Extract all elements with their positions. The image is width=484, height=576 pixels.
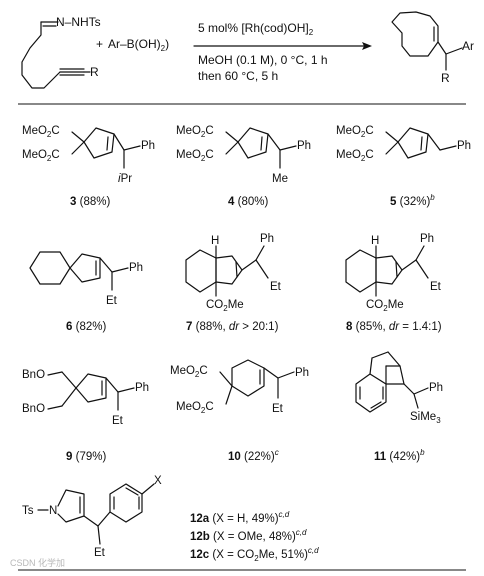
svg-text:X: X (154, 475, 162, 487)
svg-text:BnO: BnO (22, 369, 45, 381)
solvent-condition: MeOH (0.1 M), 0 °C, 1 h (198, 53, 328, 67)
hydrazone-label: N–NHTs (56, 15, 101, 29)
compound-12-structure: Ts N Et X (22, 475, 162, 559)
svg-text:H: H (371, 235, 379, 247)
svg-text:Ph: Ph (135, 382, 149, 394)
svg-text:Et: Et (106, 295, 118, 307)
compound-7-caption: 7 (88%, dr > 20:1) (186, 321, 279, 333)
svg-text:SiMe3: SiMe3 (410, 411, 441, 425)
product-r-label: R (441, 71, 450, 85)
svg-text:Et: Et (112, 415, 124, 427)
svg-text:MeO2C: MeO2C (22, 149, 60, 163)
compound-3-caption: 3 (88%) (70, 196, 110, 208)
compound-11-structure: Ph SiMe3 (355, 351, 443, 425)
svg-text:Me: Me (272, 173, 288, 185)
svg-text:Ph: Ph (129, 262, 143, 274)
compound-12b-caption: 12b (X = OMe, 48%)c,d (190, 528, 307, 543)
compound-5-structure: MeO2C MeO2C Ph (336, 125, 471, 163)
compound-12c-caption: 12c (X = CO2Me, 51%)c,d (190, 546, 319, 563)
svg-text:Et: Et (272, 403, 284, 415)
compound-10-caption: 10 (22%)c (228, 448, 279, 463)
svg-text:BnO: BnO (22, 403, 45, 415)
reaction-arrowhead (362, 42, 372, 50)
compound-10-structure: MeO2C MeO2C Ph Et (170, 359, 309, 415)
reaction-header: N–NHTs R + Ar–B(OH)2) 5 mol% [Rh(cod)OH]… (21, 11, 474, 89)
svg-text:CO2Me: CO2Me (206, 299, 244, 313)
then-condition: then 60 °C, 5 h (198, 69, 278, 83)
substrate-structure: N–NHTs R (21, 15, 101, 89)
svg-text:Et: Et (430, 281, 442, 293)
svg-text:iPr: iPr (118, 173, 132, 185)
svg-text:Ph: Ph (457, 140, 471, 152)
watermark: CSDN 化学加 (10, 557, 65, 568)
compound-6-structure: Ph Et (29, 251, 143, 307)
product-structure: Ar R (391, 11, 474, 85)
compound-6-caption: 6 (82%) (66, 321, 106, 333)
compound-7-structure: H Ph Et CO2Me (185, 233, 282, 313)
svg-text:CO2Me: CO2Me (366, 299, 404, 313)
svg-text:MeO2C: MeO2C (176, 401, 214, 415)
svg-text:Ph: Ph (297, 140, 311, 152)
svg-text:MeO2C: MeO2C (176, 125, 214, 139)
svg-text:Ph: Ph (141, 140, 155, 152)
svg-text:Ph: Ph (295, 367, 309, 379)
svg-text:MeO2C: MeO2C (336, 149, 374, 163)
svg-text:Ph: Ph (429, 382, 443, 394)
compound-4-caption: 4 (80%) (228, 196, 268, 208)
svg-text:Ph: Ph (260, 233, 274, 245)
compound-12a-caption: 12a (X = H, 49%)c,d (190, 510, 290, 525)
compound-11-caption: 11 (42%)b (374, 448, 425, 463)
svg-text:Ph: Ph (420, 233, 434, 245)
product-ar-label: Ar (462, 39, 474, 53)
svg-text:H: H (211, 235, 219, 247)
compound-8-caption: 8 (85%, dr = 1.4:1) (346, 321, 442, 333)
compound-4-structure: MeO2C MeO2C Ph Me (176, 125, 311, 185)
svg-text:Ts: Ts (22, 505, 34, 517)
plus-sign: + (96, 37, 103, 51)
svg-text:MeO2C: MeO2C (22, 125, 60, 139)
svg-text:N: N (49, 505, 57, 517)
compound-3-structure: MeO2C MeO2C Ph iPr (22, 125, 155, 185)
svg-text:Et: Et (270, 281, 282, 293)
catalyst-condition: 5 mol% [Rh(cod)OH]2 (198, 21, 314, 37)
boronic-acid: Ar–B(OH)2) (108, 37, 169, 53)
compound-9-structure: BnO BnO Ph Et (22, 369, 149, 427)
svg-text:MeO2C: MeO2C (176, 149, 214, 163)
svg-text:MeO2C: MeO2C (336, 125, 374, 139)
compound-9-caption: 9 (79%) (66, 451, 106, 463)
compound-5-caption: 5 (32%)b (390, 193, 435, 208)
svg-text:MeO2C: MeO2C (170, 365, 208, 379)
substrate-r-label: R (90, 65, 99, 79)
svg-text:Et: Et (94, 547, 106, 559)
compound-8-structure: H Ph Et CO2Me (345, 233, 442, 313)
